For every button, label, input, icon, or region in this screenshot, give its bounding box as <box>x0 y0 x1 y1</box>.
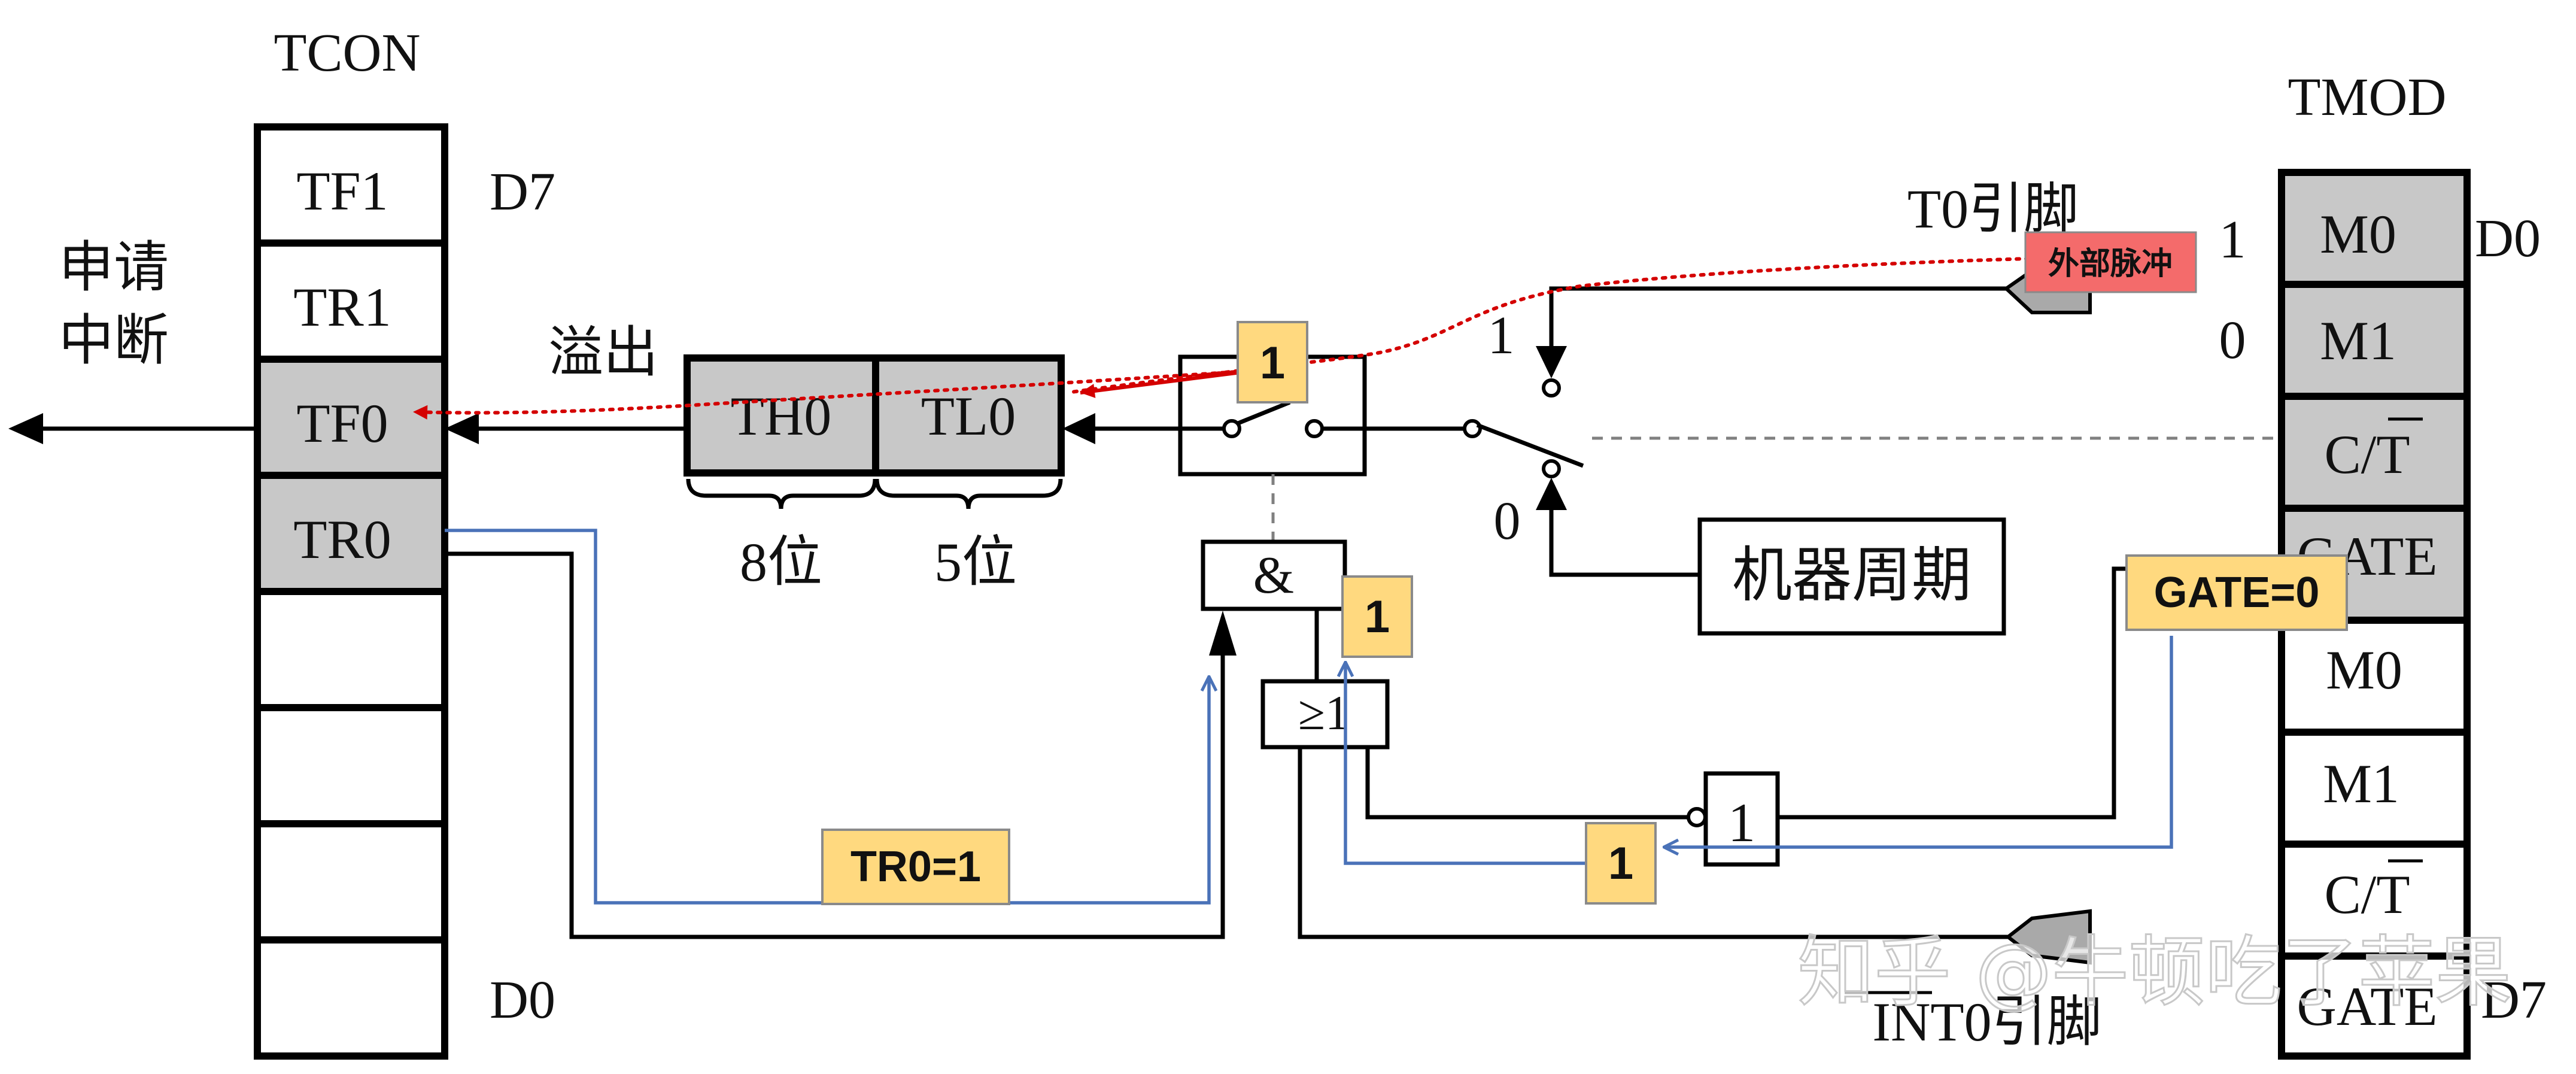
interrupt-request-line1: 申请 <box>59 237 169 298</box>
tcon-label-tr1: TR1 <box>293 277 391 338</box>
machine-cycle-label: 机器周期 <box>1732 542 1972 609</box>
interrupt-arrowhead <box>8 413 43 444</box>
selector-input-1: 1 <box>1488 306 1515 365</box>
or-gate <box>1260 679 1390 750</box>
tmod-cell-m1-t0 <box>2278 281 2471 400</box>
tcon-cell-tr0 <box>254 472 448 595</box>
tcon-title: TCON <box>274 23 421 83</box>
tmod-title: TMOD <box>2288 68 2447 127</box>
external-pulse-path-2 <box>411 368 1265 420</box>
th0-width-label: 8位 <box>740 532 822 593</box>
tmod-label-m0-t1: M0 <box>2326 639 2402 700</box>
and-input-box <box>1341 575 1413 658</box>
not-gate-symbol: 1 <box>1728 792 1755 853</box>
tr0-signal-path <box>445 529 1209 905</box>
interrupt-request-line2: 中断 <box>59 310 169 371</box>
external-pulse-box <box>2024 231 2197 293</box>
external-pulse-label: 外部脉冲 <box>2048 247 2173 281</box>
tcon-cell-7 <box>254 820 448 943</box>
or-gate-symbol: ≥1 <box>1298 685 1350 740</box>
tmod-bit1-label: 1 <box>2219 210 2246 269</box>
overflow-label: 溢出 <box>548 322 658 383</box>
tmod-cell-m0-t1 <box>2278 617 2471 736</box>
int0-pin-label: INT0引脚 <box>1872 991 2101 1052</box>
and-input-label: 1 <box>1365 591 1390 642</box>
tmod-bit0-label: 0 <box>2219 311 2246 370</box>
tl0-brace <box>874 478 1063 509</box>
tmod-cell-gate-t1 <box>2278 952 2471 1060</box>
tr0-to-and-line <box>445 551 1225 939</box>
tmod-label-ct-t1: C/T <box>2324 864 2410 925</box>
not-output-signal-path <box>1345 662 1593 865</box>
tl0-width-label: 5位 <box>934 532 1017 593</box>
tmod-d7-label: D7 <box>2481 970 2547 1030</box>
tcon-register: TCON TF1 TR1 TF0 TR0 D7 D0 <box>254 23 555 1060</box>
not-output-box <box>1585 822 1657 905</box>
tcon-d0-label: D0 <box>490 970 555 1030</box>
tmod-cell-m1-t1 <box>2278 729 2471 848</box>
not-output-label: 1 <box>1608 838 1633 889</box>
and-gate-symbol: & <box>1253 547 1294 605</box>
tmod-label-m0-t0: M0 <box>2320 204 2396 265</box>
int0-to-or-line <box>1298 747 2008 939</box>
int0-pin-shape <box>2005 909 2092 965</box>
overflow-arrowhead <box>445 413 479 444</box>
tcon-label-tr0: TR0 <box>293 509 391 570</box>
tmod-label-ct-t0: C/T <box>2324 424 2410 485</box>
tmod-label-m1-t0: M1 <box>2320 310 2396 371</box>
source-selector-switch: 1 0 <box>1463 306 1584 551</box>
tmod-cell-m0-t0 <box>2278 169 2471 288</box>
not-to-or-line <box>1365 747 1696 820</box>
tcon-label-tf1: TF1 <box>296 160 388 222</box>
th0-label: TH0 <box>731 386 832 447</box>
gate-box <box>2125 554 2348 631</box>
tcon-cell-8 <box>254 936 448 1060</box>
gate-signal-path <box>1664 636 2173 847</box>
t0-pin-label: T0引脚 <box>1907 178 2079 239</box>
tcon-cell-5 <box>254 588 448 711</box>
machine-cycle-box <box>1697 517 2006 636</box>
tmod-d0-label: D0 <box>2475 209 2541 268</box>
tl0-register <box>872 354 1065 477</box>
gate-label: GATE=0 <box>2154 569 2320 617</box>
th0-brace <box>686 478 877 509</box>
watermark: 知乎 @牛顿吃了苹果 <box>1798 928 2512 1017</box>
tr0-box <box>821 829 1010 905</box>
tcon-label-tf0: TF0 <box>296 393 388 454</box>
switch-on-box <box>1237 321 1308 403</box>
not-gate-bubble <box>1687 807 1707 827</box>
and-gate <box>1201 539 1347 611</box>
tcon-d7-label: D7 <box>490 162 555 222</box>
t0-pin-line <box>1549 286 2006 353</box>
machine-cycle-line <box>1549 503 1700 577</box>
tmod-label-gate-t1: GATE <box>2296 976 2437 1037</box>
switch-on-label: 1 <box>1260 338 1285 389</box>
tcon-cell-6 <box>254 704 448 827</box>
counter-th0-tl0: TH0 TL0 8位 5位 <box>684 354 1065 593</box>
not-gate <box>1703 771 1780 867</box>
machine-cycle-arrowhead <box>1536 478 1567 510</box>
tr0-label: TR0=1 <box>850 843 981 891</box>
tmod-label-m1-t1: M1 <box>2323 753 2399 814</box>
t0-arrowhead <box>1536 346 1567 378</box>
and-input-arrowhead <box>1209 611 1237 656</box>
tl0-arrowhead <box>1062 413 1095 444</box>
external-pulse-solid-arrow <box>1080 368 1260 398</box>
tl0-label: TL0 <box>921 386 1016 447</box>
selector-input-0: 0 <box>1494 492 1521 551</box>
